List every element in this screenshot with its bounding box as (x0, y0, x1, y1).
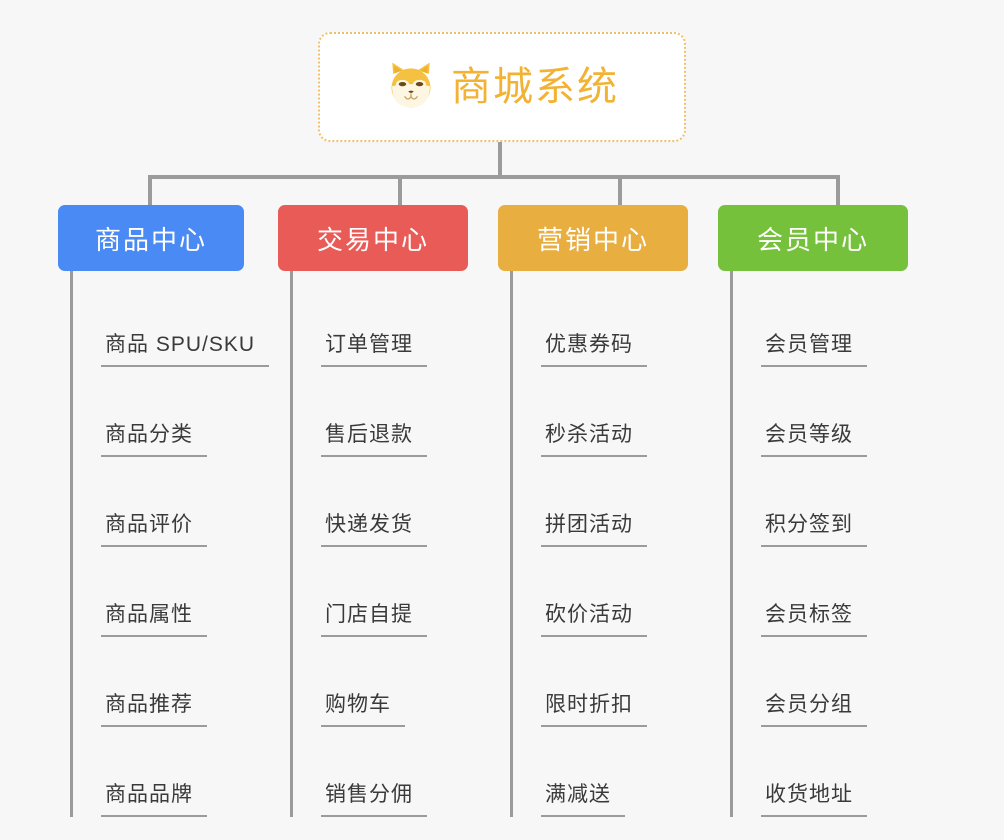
category-columns: 商品中心 商品 SPU/SKU 商品分类 商品评价 商品属性 商品推荐 商品品牌… (0, 205, 1004, 840)
connector-drop-4 (836, 175, 840, 208)
leaf-label: 拼团活动 (541, 508, 647, 547)
leaf-list-member-center: 会员管理 会员等级 积分签到 会员标签 会员分组 收货地址 (730, 271, 938, 817)
leaf-label: 会员分组 (761, 688, 867, 727)
leaf-label: 秒杀活动 (541, 418, 647, 457)
list-item[interactable]: 商品分类 (101, 367, 278, 457)
leaf-label: 商品品牌 (101, 778, 207, 817)
category-box-member-center[interactable]: 会员中心 (718, 205, 908, 271)
connector-drop-3 (618, 175, 622, 208)
leaf-label: 积分签到 (761, 508, 867, 547)
connector-root-stem (498, 142, 502, 178)
list-item[interactable]: 会员分组 (761, 637, 938, 727)
connector-drop-1 (148, 175, 152, 208)
leaf-label: 商品评价 (101, 508, 207, 547)
list-item[interactable]: 会员管理 (761, 277, 938, 367)
list-item[interactable]: 销售分佣 (321, 727, 498, 817)
list-item[interactable]: 订单管理 (321, 277, 498, 367)
leaf-label: 售后退款 (321, 418, 427, 457)
connector-horizontal-bus (148, 175, 840, 179)
list-item[interactable]: 积分签到 (761, 457, 938, 547)
list-item[interactable]: 限时折扣 (541, 637, 718, 727)
column-member-center: 会员中心 会员管理 会员等级 积分签到 会员标签 会员分组 收货地址 (718, 205, 938, 817)
list-item[interactable]: 拼团活动 (541, 457, 718, 547)
list-item[interactable]: 满减送 (541, 727, 718, 817)
column-marketing-center: 营销中心 优惠券码 秒杀活动 拼团活动 砍价活动 限时折扣 满减送 (498, 205, 718, 817)
leaf-label: 购物车 (321, 688, 405, 727)
leaf-label: 商品推荐 (101, 688, 207, 727)
shiba-dog-face-icon (385, 61, 437, 113)
column-trade-center: 交易中心 订单管理 售后退款 快递发货 门店自提 购物车 销售分佣 (278, 205, 498, 817)
connector-drop-2 (398, 175, 402, 208)
root-node-wrapper: 商城系统 (0, 32, 1004, 142)
list-item[interactable]: 商品属性 (101, 547, 278, 637)
column-product-center: 商品中心 商品 SPU/SKU 商品分类 商品评价 商品属性 商品推荐 商品品牌 (58, 205, 278, 817)
list-item[interactable]: 快递发货 (321, 457, 498, 547)
list-item[interactable]: 会员标签 (761, 547, 938, 637)
leaf-label: 满减送 (541, 778, 625, 817)
category-box-trade-center[interactable]: 交易中心 (278, 205, 468, 271)
leaf-label: 收货地址 (761, 778, 867, 817)
list-item[interactable]: 收货地址 (761, 727, 938, 817)
list-item[interactable]: 秒杀活动 (541, 367, 718, 457)
leaf-label: 限时折扣 (541, 688, 647, 727)
list-item[interactable]: 砍价活动 (541, 547, 718, 637)
leaf-label: 订单管理 (321, 328, 427, 367)
list-item[interactable]: 商品品牌 (101, 727, 278, 817)
leaf-label: 商品属性 (101, 598, 207, 637)
category-label: 交易中心 (316, 224, 429, 255)
list-item[interactable]: 商品推荐 (101, 637, 278, 727)
list-item[interactable]: 优惠券码 (541, 277, 718, 367)
category-box-product-center[interactable]: 商品中心 (58, 205, 244, 271)
leaf-label: 快递发货 (321, 508, 427, 547)
leaf-label: 优惠券码 (541, 328, 647, 367)
category-label: 会员中心 (756, 224, 869, 255)
category-label: 商品中心 (94, 224, 207, 255)
leaf-label: 会员管理 (761, 328, 867, 367)
category-box-marketing-center[interactable]: 营销中心 (498, 205, 688, 271)
leaf-label: 会员标签 (761, 598, 867, 637)
root-title: 商城系统 (451, 65, 619, 109)
list-item[interactable]: 售后退款 (321, 367, 498, 457)
list-item[interactable]: 商品评价 (101, 457, 278, 547)
leaf-list-trade-center: 订单管理 售后退款 快递发货 门店自提 购物车 销售分佣 (290, 271, 498, 817)
leaf-label: 门店自提 (321, 598, 427, 637)
leaf-list-product-center: 商品 SPU/SKU 商品分类 商品评价 商品属性 商品推荐 商品品牌 (70, 271, 278, 817)
list-item[interactable]: 门店自提 (321, 547, 498, 637)
leaf-label: 砍价活动 (541, 598, 647, 637)
list-item[interactable]: 购物车 (321, 637, 498, 727)
leaf-label: 商品分类 (101, 418, 207, 457)
root-node[interactable]: 商城系统 (318, 32, 686, 142)
leaf-list-marketing-center: 优惠券码 秒杀活动 拼团活动 砍价活动 限时折扣 满减送 (510, 271, 718, 817)
leaf-label: 销售分佣 (321, 778, 427, 817)
list-item[interactable]: 会员等级 (761, 367, 938, 457)
list-item[interactable]: 商品 SPU/SKU (101, 277, 278, 367)
leaf-label: 会员等级 (761, 418, 867, 457)
category-label: 营销中心 (536, 224, 649, 255)
leaf-label: 商品 SPU/SKU (101, 328, 270, 367)
